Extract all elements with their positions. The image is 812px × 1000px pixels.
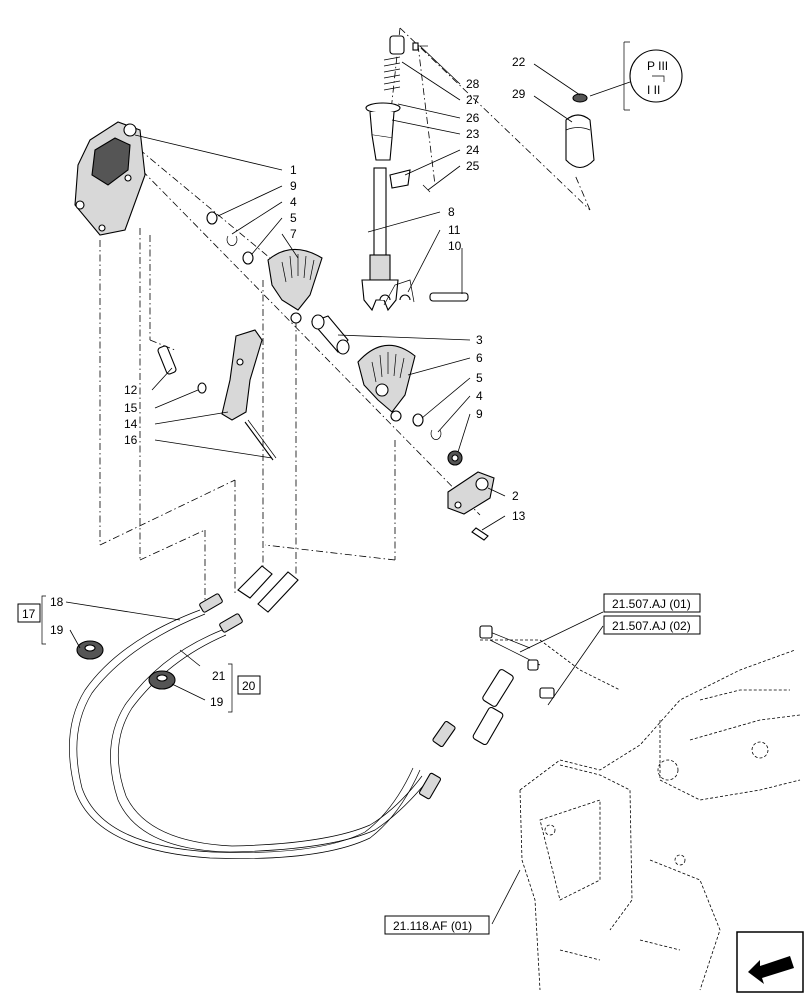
- callout-23: 23: [466, 127, 480, 141]
- callout-7: 7: [290, 227, 297, 241]
- reference-link-2[interactable]: 21.507.AJ (02): [612, 619, 691, 633]
- callout-4b: 4: [476, 389, 483, 403]
- callout-29: 29: [512, 87, 526, 101]
- callout-24: 24: [466, 143, 480, 157]
- knob-pattern-top: P III: [647, 59, 668, 73]
- group-17: 17: [17, 595, 46, 645]
- callout-14: 14: [124, 417, 138, 431]
- callout-2: 2: [512, 489, 519, 503]
- rings-upper: [206, 211, 254, 265]
- pin-and-spring-10-11: [379, 279, 469, 306]
- group-17-label: 17: [22, 607, 36, 621]
- transmission-housing-outline: [479, 625, 801, 991]
- reference-21-118-af-01[interactable]: 21.118.AF (01): [384, 915, 490, 935]
- callout-1: 1: [290, 163, 297, 177]
- selector-plate-7: [267, 248, 323, 324]
- shift-cables-18-21: [69, 565, 514, 859]
- callout-21: 21: [212, 669, 226, 683]
- callout-10: 10: [448, 239, 462, 253]
- reference-link-3[interactable]: 21.118.AF (01): [393, 919, 472, 933]
- callout-5a: 5: [290, 211, 297, 225]
- callout-22: 22: [512, 55, 526, 69]
- callout-27: 27: [466, 93, 480, 107]
- callout-6: 6: [476, 351, 483, 365]
- callout-12: 12: [124, 383, 138, 397]
- callout-26: 26: [466, 111, 480, 125]
- callout-28: 28: [466, 77, 480, 91]
- rings-lower: [412, 413, 463, 466]
- knob-pattern-bottom: I II: [647, 83, 660, 97]
- callout-16: 16: [124, 433, 138, 447]
- leader-lines: [65, 45, 631, 925]
- callout-5b: 5: [476, 371, 483, 385]
- selector-plate-6: [357, 344, 416, 422]
- reference-21-507-aj-02[interactable]: 21.507.AJ (02): [603, 615, 701, 635]
- callout-13: 13: [512, 509, 526, 523]
- reference-21-507-aj-01[interactable]: 21.507.AJ (01): [603, 593, 701, 613]
- assembly-centerlines: [99, 27, 591, 600]
- callout-9b: 9: [476, 407, 483, 421]
- callout-9a: 9: [290, 179, 297, 193]
- callout-19a: 19: [50, 623, 64, 637]
- housing-part-1: [74, 121, 146, 236]
- callout-8: 8: [448, 205, 455, 219]
- arrow-back-icon[interactable]: [736, 931, 804, 993]
- reference-link-1[interactable]: 21.507.AJ (01): [612, 597, 691, 611]
- shift-lever-assembly: [361, 35, 431, 312]
- gear-knob-29: [565, 93, 595, 169]
- knob-pattern-detail: P III I II: [623, 41, 683, 111]
- group-20-label: 20: [242, 679, 256, 693]
- group-20: 20: [228, 663, 261, 713]
- callout-11: 11: [448, 223, 461, 237]
- callout-19b: 19: [210, 695, 224, 709]
- callout-15: 15: [124, 401, 138, 415]
- callout-labels: 1 9 4 5 7 8 11 10 3 6 5 4 9 2 13 12 15 1…: [50, 55, 526, 709]
- callout-4a: 4: [290, 195, 297, 209]
- bracket-part-14: [157, 329, 277, 461]
- callout-25: 25: [466, 159, 480, 173]
- callout-3: 3: [476, 333, 483, 347]
- plate-part-2: [447, 471, 495, 541]
- callout-18: 18: [50, 595, 64, 609]
- shaft-part-3: [311, 314, 350, 355]
